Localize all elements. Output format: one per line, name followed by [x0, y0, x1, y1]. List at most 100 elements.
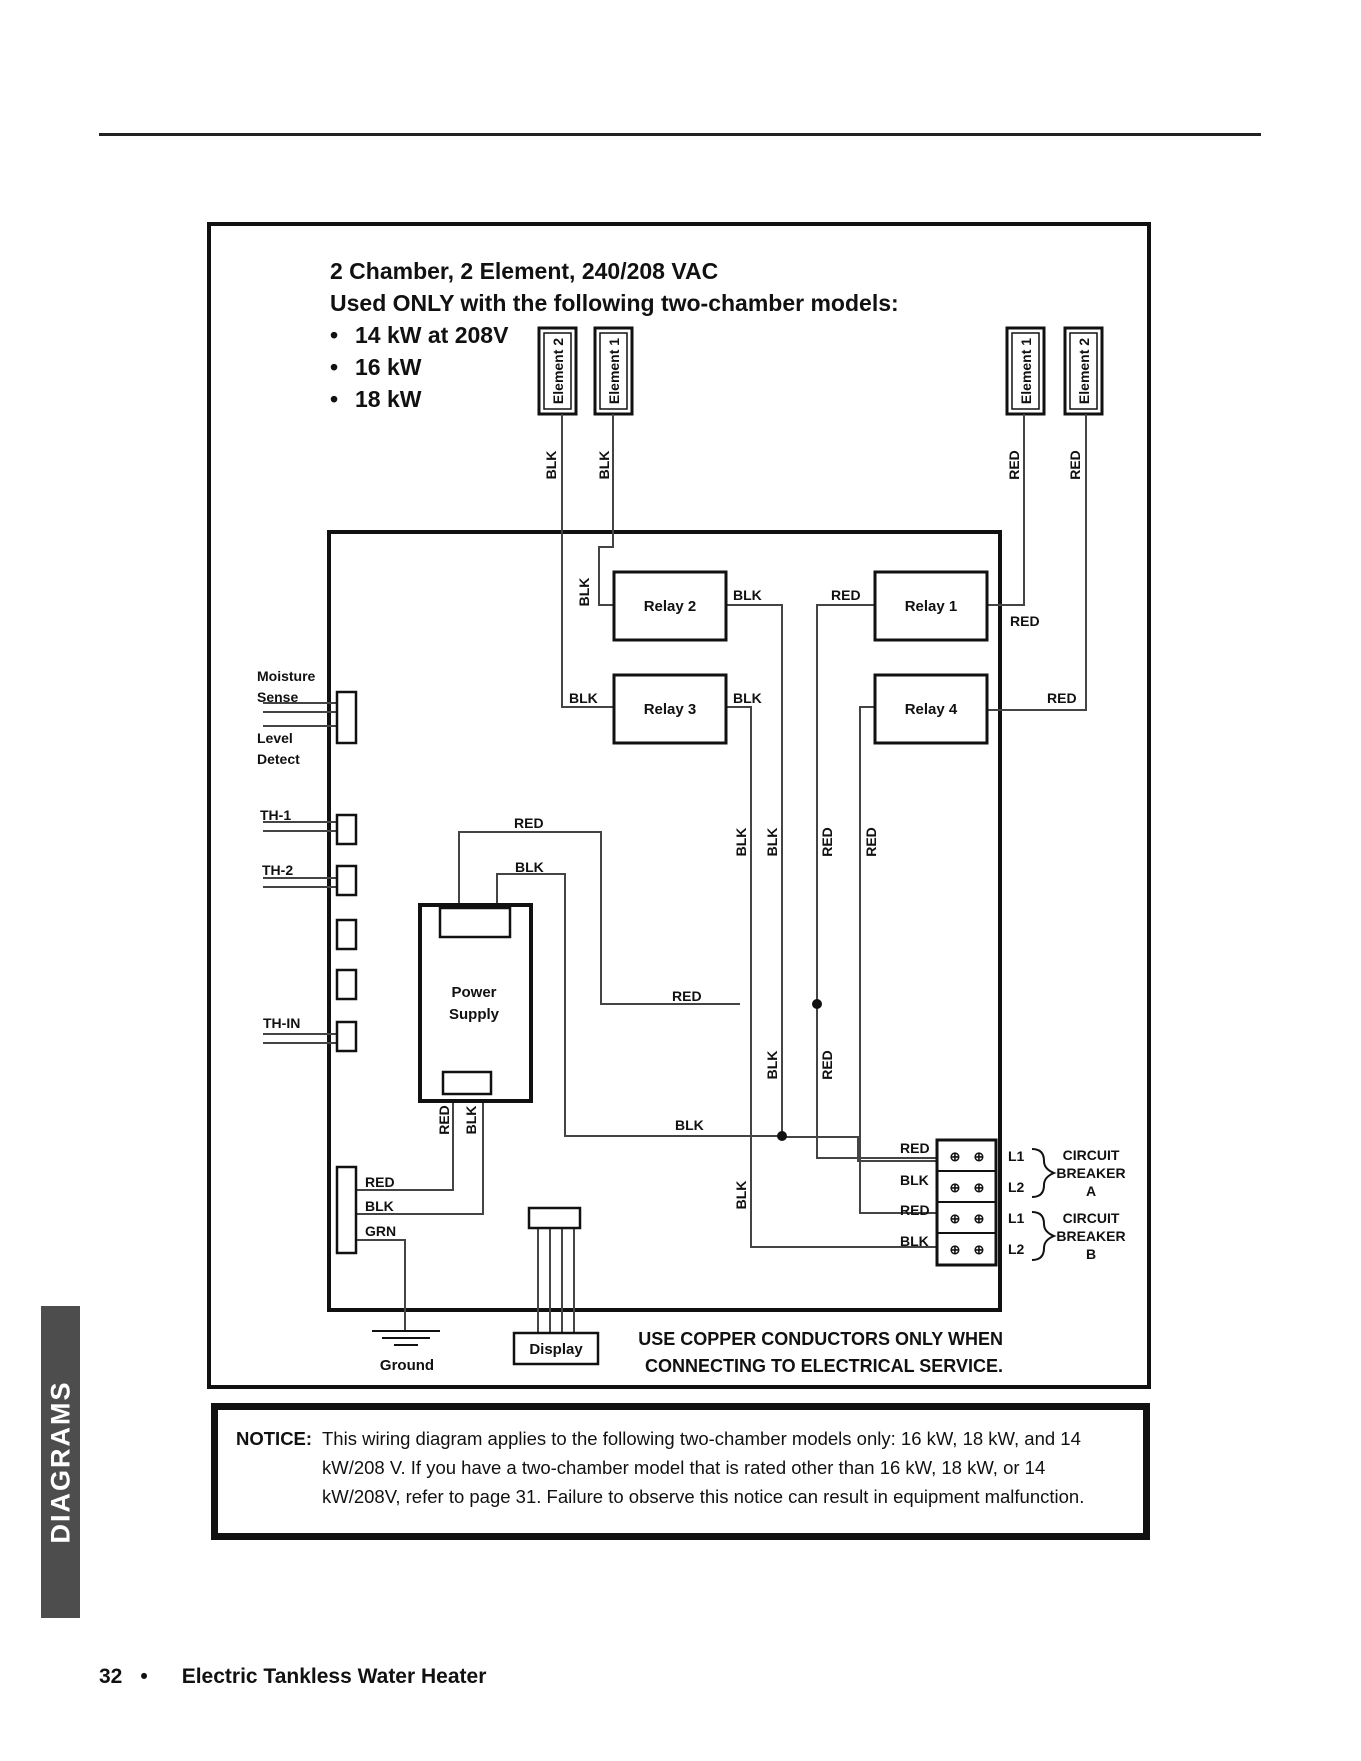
connector-label: Moisture [257, 668, 316, 684]
svg-text:RED: RED [831, 587, 861, 603]
svg-text:⊕: ⊕ [974, 1242, 985, 1257]
relay-box: Relay 1 [873, 570, 989, 642]
svg-text:RED: RED [1006, 450, 1022, 480]
wire-labels-vertical: BLK BLK RED RED BLK BLK BLK RED RED BLK … [436, 450, 1083, 1209]
svg-text:BLK: BLK [365, 1198, 394, 1214]
wire-labels: BLK RED RED BLK BLK RED RED BLK RED BLK … [365, 587, 1077, 1249]
page-footer: 32 • Electric Tankless Water Heater [99, 1665, 486, 1689]
diagram-subtitle: Used ONLY with the following two-chamber… [330, 290, 899, 316]
model-item: 14 kW at 208V [355, 322, 509, 348]
svg-text:Element 2: Element 2 [550, 338, 566, 404]
display-connector [527, 1206, 582, 1230]
terminal-line-label: L1 [1008, 1148, 1025, 1164]
page-number: 32 [99, 1665, 123, 1688]
junction-dot [777, 1131, 787, 1141]
breaker-b-label: B [1086, 1246, 1096, 1262]
power-supply: Power Supply [418, 903, 533, 1103]
footer-bullet: • [140, 1665, 148, 1688]
model-bullet: • [330, 354, 338, 380]
svg-text:RED: RED [672, 988, 702, 1004]
copper-note: CONNECTING TO ELECTRICAL SERVICE. [645, 1356, 1003, 1376]
svg-text:Element 2: Element 2 [1076, 338, 1092, 404]
svg-text:Supply: Supply [449, 1006, 500, 1023]
svg-text:RED: RED [365, 1174, 395, 1190]
svg-text:RED: RED [1067, 450, 1083, 480]
svg-text:⊕: ⊕ [974, 1149, 985, 1164]
breaker-a-label: A [1086, 1183, 1096, 1199]
svg-text:RED: RED [900, 1202, 930, 1218]
ground-label: Ground [380, 1357, 434, 1374]
top-rule [99, 133, 1261, 136]
svg-text:Relay 2: Relay 2 [644, 598, 697, 615]
brace-a [1031, 1148, 1057, 1198]
brace-b [1031, 1211, 1057, 1261]
svg-text:Power: Power [451, 984, 496, 1001]
section-tab-label: DIAGRAMS [45, 1380, 75, 1544]
breaker-a-label: CIRCUIT [1063, 1147, 1120, 1163]
copper-note: USE COPPER CONDUCTORS ONLY WHEN [638, 1329, 1003, 1349]
svg-text:BLK: BLK [515, 859, 544, 875]
svg-text:BLK: BLK [576, 578, 592, 607]
svg-text:Relay 3: Relay 3 [644, 701, 697, 718]
svg-text:RED: RED [819, 827, 835, 857]
model-bullet: • [330, 386, 338, 412]
element-box: Element 2 [537, 326, 578, 416]
svg-text:Relay 4: Relay 4 [905, 701, 958, 718]
svg-text:⊕: ⊕ [974, 1211, 985, 1226]
relay-box: Relay 3 [612, 673, 728, 745]
svg-text:BLK: BLK [733, 1181, 749, 1210]
svg-text:Element 1: Element 1 [1018, 338, 1034, 404]
svg-text:BLK: BLK [764, 828, 780, 857]
model-list: • 14 kW at 208V • 16 kW • 18 kW [330, 322, 509, 412]
svg-text:BLK: BLK [596, 451, 612, 480]
svg-text:BLK: BLK [733, 587, 762, 603]
terminal-line-label: L1 [1008, 1210, 1025, 1226]
notice-text: This wiring diagram applies to the follo… [322, 1428, 1085, 1507]
svg-text:⊕: ⊕ [950, 1211, 961, 1226]
notice-box: NOTICE: This wiring diagram applies to t… [211, 1403, 1150, 1540]
diagram-frame [207, 222, 1151, 1389]
relay-box: Relay 4 [873, 673, 989, 745]
model-bullet: • [330, 322, 338, 348]
terminal-line-label: L2 [1008, 1241, 1025, 1257]
ground-symbol [372, 1330, 440, 1346]
connector-blocks [335, 690, 358, 1255]
svg-text:⊕: ⊕ [974, 1180, 985, 1195]
footer-title: Electric Tankless Water Heater [181, 1665, 487, 1688]
diagram-title: 2 Chamber, 2 Element, 240/208 VAC [330, 258, 718, 284]
svg-text:Relay 1: Relay 1 [905, 598, 958, 615]
svg-text:Element 1: Element 1 [606, 338, 622, 404]
junction-dot [812, 999, 822, 1009]
notice-label: NOTICE: [236, 1428, 313, 1449]
display-box: Display [512, 1331, 600, 1366]
svg-text:BLK: BLK [543, 451, 559, 480]
connector-label: TH-2 [262, 862, 293, 878]
svg-text:GRN: GRN [365, 1223, 396, 1239]
breaker-a-label: BREAKER [1056, 1165, 1125, 1181]
svg-text:BLK: BLK [733, 828, 749, 857]
svg-text:RED: RED [819, 1050, 835, 1080]
terminal-line-label: L2 [1008, 1179, 1025, 1195]
svg-text:RED: RED [863, 827, 879, 857]
model-item: 16 kW [355, 354, 422, 380]
svg-text:BLK: BLK [900, 1172, 929, 1188]
element-box: Element 1 [593, 326, 634, 416]
control-board [327, 530, 1002, 1312]
svg-text:RED: RED [1047, 690, 1077, 706]
svg-text:BLK: BLK [764, 1051, 780, 1080]
svg-text:RED: RED [514, 815, 544, 831]
connector-label: TH-1 [260, 807, 291, 823]
breaker-b-label: BREAKER [1056, 1228, 1125, 1244]
connector-label: Detect [257, 751, 300, 767]
element-box: Element 1 [1005, 326, 1046, 416]
model-item: 18 kW [355, 386, 422, 412]
connector-label: TH-IN [263, 1015, 300, 1031]
svg-text:⊕: ⊕ [950, 1242, 961, 1257]
svg-text:⊕: ⊕ [950, 1180, 961, 1195]
wires [263, 414, 1087, 1335]
svg-text:BLK: BLK [900, 1233, 929, 1249]
svg-text:BLK: BLK [463, 1106, 479, 1135]
breaker-b-label: CIRCUIT [1063, 1210, 1120, 1226]
svg-text:BLK: BLK [733, 690, 762, 706]
